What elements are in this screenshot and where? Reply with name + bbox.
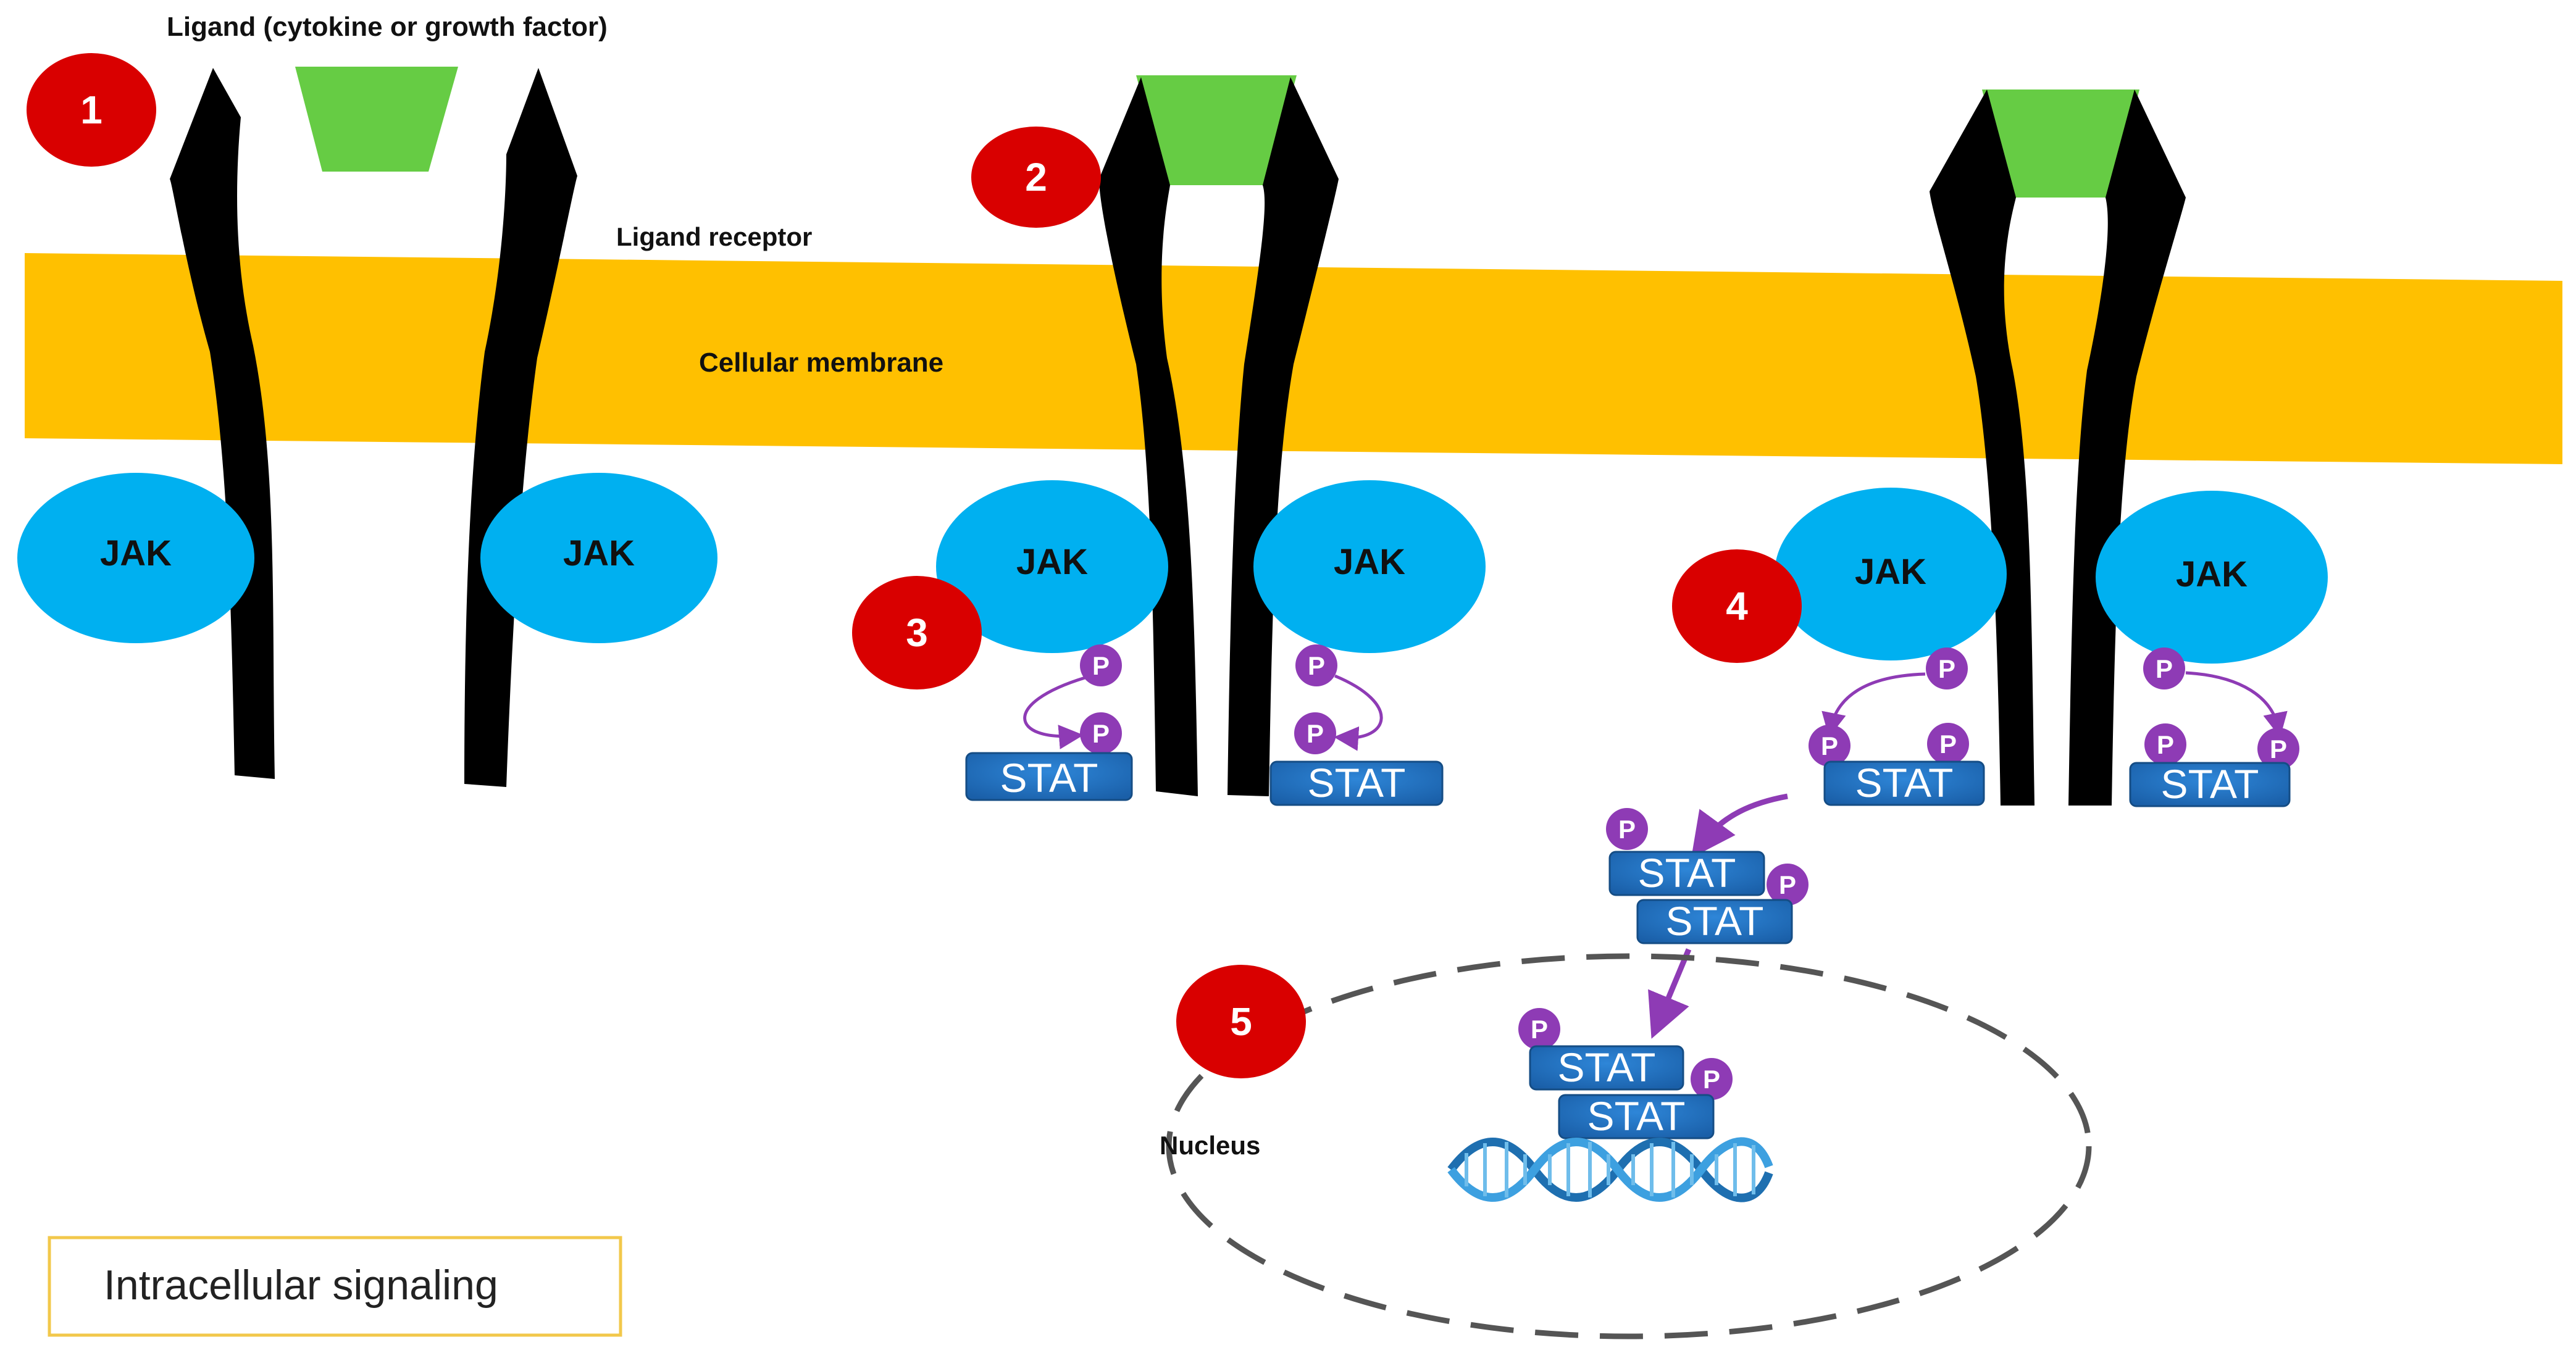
receptor-chain-left-2 bbox=[1099, 77, 1198, 796]
jak-label: JAK bbox=[2176, 554, 2248, 594]
phosphate-group bbox=[1767, 864, 1809, 906]
cellular-membrane-label: Cellular membrane bbox=[699, 348, 943, 378]
stat-label: STAT bbox=[1308, 760, 1406, 806]
nucleus-outline bbox=[1166, 953, 2092, 1339]
phosphate-label: P bbox=[1779, 870, 1796, 899]
phosphate-group bbox=[2143, 648, 2185, 689]
stat-dimer-upper bbox=[1529, 1045, 1684, 1091]
phosphate-label: P bbox=[1703, 1065, 1720, 1094]
step-badge-3 bbox=[852, 576, 982, 689]
stat-label: STAT bbox=[1587, 1093, 1686, 1139]
dna-helix-icon bbox=[1447, 1137, 1773, 1202]
phosphate-group bbox=[2144, 723, 2186, 765]
step-badge-4 bbox=[1672, 549, 1802, 663]
phosphate-group bbox=[1080, 712, 1122, 754]
phosphate-label: P bbox=[2156, 654, 2173, 683]
phosphate-label: P bbox=[1938, 654, 1955, 683]
phosphate-group bbox=[1295, 644, 1337, 686]
phosphate-group bbox=[1080, 644, 1122, 686]
jak-kinase bbox=[1775, 488, 2007, 660]
stat-label: STAT bbox=[2161, 761, 2259, 807]
phosphate-label: P bbox=[1531, 1015, 1548, 1044]
nuclear-translocation-arrow bbox=[1648, 948, 1692, 1039]
stat-protein bbox=[1269, 760, 1444, 806]
phosphate-group bbox=[2257, 728, 2299, 770]
jak-kinase bbox=[17, 473, 254, 643]
jak-label: JAK bbox=[563, 533, 635, 573]
jak-kinase bbox=[1253, 480, 1486, 653]
phosphate-group bbox=[1926, 648, 1968, 689]
phosphate-group bbox=[1606, 808, 1648, 850]
phosphorylation-arrow bbox=[1023, 676, 1085, 749]
stat-protein bbox=[1823, 760, 1985, 806]
step-number: 3 bbox=[906, 610, 928, 655]
phosphate-group bbox=[1927, 723, 1969, 765]
nucleus-label: Nucleus bbox=[1160, 1131, 1260, 1160]
legend-label: Intracellular signaling bbox=[104, 1262, 498, 1309]
stat-dimer-lower bbox=[1558, 1094, 1715, 1139]
phosphorylation-arrow bbox=[1821, 672, 1926, 738]
stat-label: STAT bbox=[1558, 1044, 1656, 1090]
phosphate-group bbox=[1518, 1008, 1560, 1050]
phosphate-group bbox=[1691, 1058, 1733, 1100]
stat-dimer-upper bbox=[1608, 851, 1765, 896]
stat-label: STAT bbox=[1638, 850, 1736, 896]
step-badge-5 bbox=[1176, 965, 1306, 1078]
ligand-receptor-label: Ligand receptor bbox=[616, 222, 812, 251]
stat-label: STAT bbox=[1000, 755, 1098, 801]
phosphate-label: P bbox=[1307, 719, 1324, 748]
stat-label: STAT bbox=[1855, 760, 1954, 806]
legend-box bbox=[48, 1236, 622, 1337]
step-number: 1 bbox=[80, 88, 102, 132]
step-number: 5 bbox=[1230, 999, 1252, 1044]
dimerization-arrow bbox=[1691, 793, 1788, 858]
jak-kinase bbox=[2096, 491, 2328, 664]
phosphate-label: P bbox=[2157, 730, 2174, 759]
phosphate-label: P bbox=[1092, 719, 1110, 748]
step-number: 2 bbox=[1025, 155, 1047, 199]
phosphate-label: P bbox=[1308, 651, 1325, 680]
receptor-chain-right-3 bbox=[2068, 90, 2186, 806]
phosphate-label: P bbox=[1821, 731, 1838, 760]
jak-kinase bbox=[936, 480, 1168, 653]
phosphate-label: P bbox=[1092, 651, 1110, 680]
receptor-chain-right-1 bbox=[464, 68, 577, 787]
ligand-bound bbox=[1136, 75, 1297, 185]
phosphate-label: P bbox=[2270, 735, 2287, 764]
phosphate-label: P bbox=[1939, 730, 1957, 759]
step-number: 4 bbox=[1726, 584, 1748, 628]
ligand-label: Ligand (cytokine or growth factor) bbox=[167, 12, 608, 42]
phosphate-group bbox=[1294, 712, 1336, 754]
receptor-chain-left-1 bbox=[170, 68, 275, 779]
receptor-chain-right-2 bbox=[1227, 77, 1339, 796]
phosphate-label: P bbox=[1618, 815, 1636, 844]
stat-dimer-lower bbox=[1636, 899, 1793, 944]
jak-label: JAK bbox=[1855, 552, 1926, 592]
phosphorylation-arrow bbox=[2185, 671, 2288, 738]
phosphate-group bbox=[1809, 725, 1850, 767]
phosphorylation-arrow bbox=[1334, 674, 1383, 751]
jak-label: JAK bbox=[100, 533, 172, 573]
ligand-bound bbox=[1982, 90, 2139, 198]
stat-protein bbox=[965, 752, 1133, 801]
step-badge-1 bbox=[27, 53, 156, 167]
step-badge-2 bbox=[971, 127, 1101, 228]
ligand bbox=[295, 67, 458, 172]
stat-protein bbox=[2129, 762, 2291, 807]
jak-label: JAK bbox=[1016, 542, 1088, 582]
jak-label: JAK bbox=[1334, 542, 1405, 582]
jak-kinase bbox=[480, 473, 717, 643]
receptor-chain-left-3 bbox=[1930, 90, 2034, 806]
stat-label: STAT bbox=[1666, 898, 1764, 944]
